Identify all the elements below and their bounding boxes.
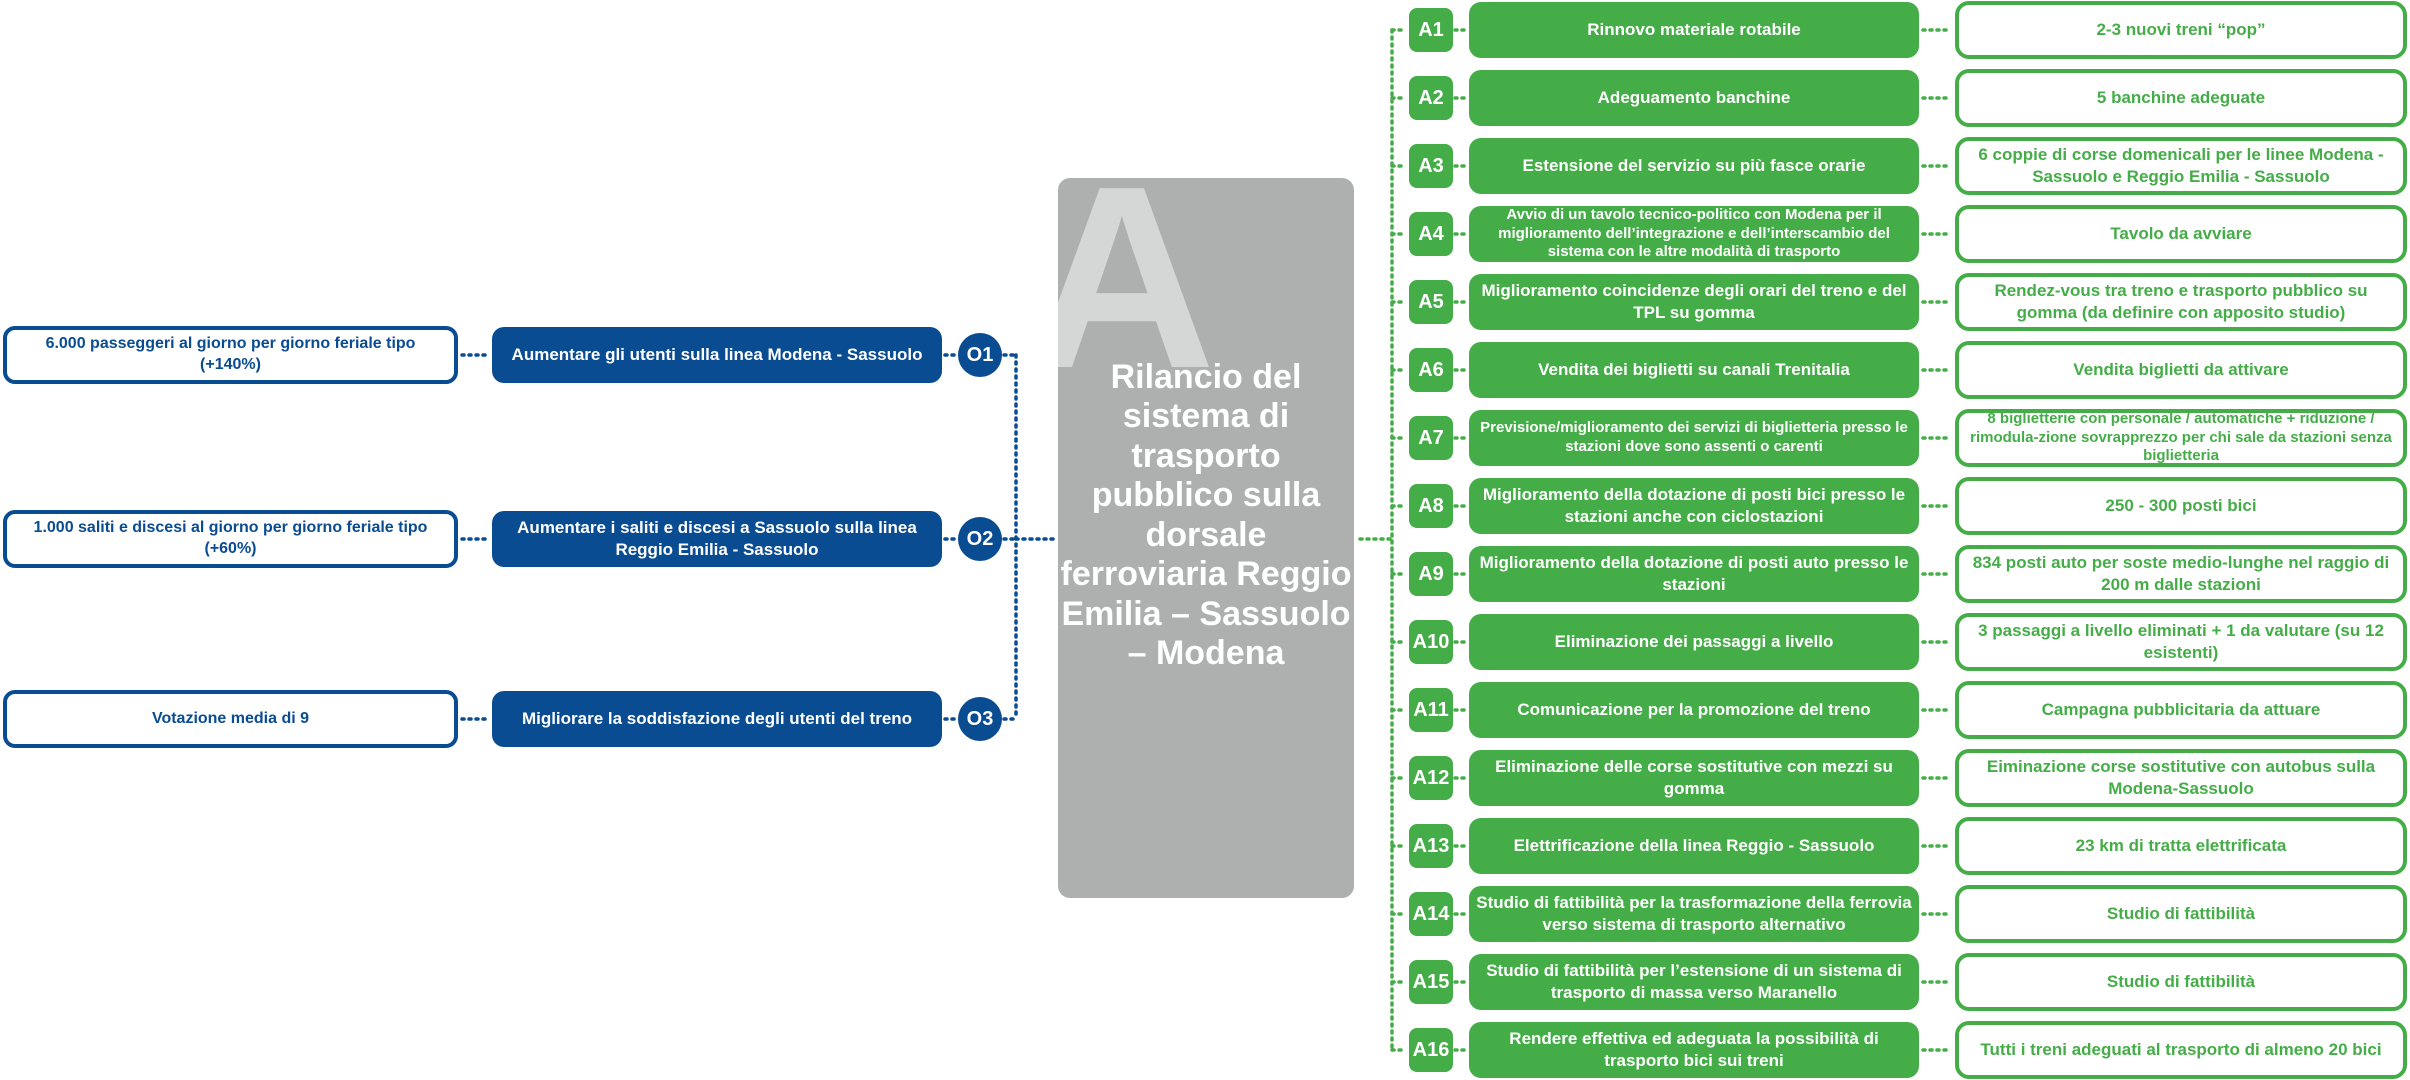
action-box-10: Eliminazione dei passaggi a livello <box>1469 614 1919 670</box>
action-box-14: Studio di fattibilità per la trasformazi… <box>1469 886 1919 942</box>
objective-target-2: 1.000 saliti e discesi al giorno per gio… <box>3 510 458 568</box>
action-result-10: 3 passaggi a livello eliminati + 1 da va… <box>1955 613 2407 671</box>
central-goal-letter: A <box>1058 178 1216 423</box>
objective-box-3: Migliorare la soddisfazione degli utenti… <box>492 691 942 747</box>
action-box-5: Miglioramento coincidenze degli orari de… <box>1469 274 1919 330</box>
action-result-9: 834 posti auto per soste medio-lunghe ne… <box>1955 545 2407 603</box>
action-box-16: Rendere effettiva ed adeguata la possibi… <box>1469 1022 1919 1078</box>
action-code-11: A11 <box>1409 688 1453 732</box>
objective-code-1: O1 <box>958 333 1002 377</box>
action-result-11: Campagna pubblicitaria da attuare <box>1955 681 2407 739</box>
action-result-5: Rendez-vous tra treno e trasporto pubbli… <box>1955 273 2407 331</box>
action-code-1: A1 <box>1409 8 1453 52</box>
objective-code-3: O3 <box>958 697 1002 741</box>
action-result-8: 250 - 300 posti bici <box>1955 477 2407 535</box>
action-result-7: 8 biglietterie con personale / automatic… <box>1955 409 2407 467</box>
action-code-2: A2 <box>1409 76 1453 120</box>
objective-box-1: Aumentare gli utenti sulla linea Modena … <box>492 327 942 383</box>
action-box-3: Estensione del servizio su più fasce ora… <box>1469 138 1919 194</box>
action-code-3: A3 <box>1409 144 1453 188</box>
action-box-11: Comunicazione per la promozione del tren… <box>1469 682 1919 738</box>
action-code-14: A14 <box>1409 892 1453 936</box>
objective-target-1: 6.000 passeggeri al giorno per giorno fe… <box>3 326 458 384</box>
action-code-6: A6 <box>1409 348 1453 392</box>
action-result-2: 5 banchine adeguate <box>1955 69 2407 127</box>
action-box-15: Studio di fattibilità per l’estensione d… <box>1469 954 1919 1010</box>
action-code-15: A15 <box>1409 960 1453 1004</box>
action-box-1: Rinnovo materiale rotabile <box>1469 2 1919 58</box>
action-box-9: Miglioramento della dotazione di posti a… <box>1469 546 1919 602</box>
action-code-16: A16 <box>1409 1028 1453 1072</box>
action-result-3: 6 coppie di corse domenicali per le line… <box>1955 137 2407 195</box>
action-result-12: Eiminazione corse sostitutive con autobu… <box>1955 749 2407 807</box>
action-result-15: Studio di fattibilità <box>1955 953 2407 1011</box>
action-box-7: Previsione/miglioramento dei servizi di … <box>1469 410 1919 466</box>
action-code-9: A9 <box>1409 552 1453 596</box>
action-code-4: A4 <box>1409 212 1453 256</box>
action-code-8: A8 <box>1409 484 1453 528</box>
action-result-16: Tutti i treni adeguati al trasporto di a… <box>1955 1021 2407 1079</box>
action-code-7: A7 <box>1409 416 1453 460</box>
action-result-13: 23 km di tratta elettrificata <box>1955 817 2407 875</box>
action-box-2: Adeguamento banchine <box>1469 70 1919 126</box>
action-result-14: Studio di fattibilità <box>1955 885 2407 943</box>
action-box-6: Vendita dei biglietti su canali Trenital… <box>1469 342 1919 398</box>
action-box-12: Eliminazione delle corse sostitutive con… <box>1469 750 1919 806</box>
action-box-8: Miglioramento della dotazione di posti b… <box>1469 478 1919 534</box>
action-result-1: 2-3 nuovi treni “pop” <box>1955 1 2407 59</box>
action-code-12: A12 <box>1409 756 1453 800</box>
objective-target-3: Votazione media di 9 <box>3 690 458 748</box>
action-box-4: Avvio di un tavolo tecnico-politico con … <box>1469 206 1919 262</box>
objective-box-2: Aumentare i saliti e discesi a Sassuolo … <box>492 511 942 567</box>
action-code-10: A10 <box>1409 620 1453 664</box>
central-goal-title: Rilancio del sistema di trasporto pubbli… <box>1060 358 1352 673</box>
action-code-5: A5 <box>1409 280 1453 324</box>
action-code-13: A13 <box>1409 824 1453 868</box>
action-box-13: Elettrificazione della linea Reggio - Sa… <box>1469 818 1919 874</box>
objective-code-2: O2 <box>958 517 1002 561</box>
central-goal-panel: A Rilancio del sistema di trasporto pubb… <box>1058 178 1354 898</box>
action-result-6: Vendita biglietti da attivare <box>1955 341 2407 399</box>
action-result-4: Tavolo da avviare <box>1955 205 2407 263</box>
